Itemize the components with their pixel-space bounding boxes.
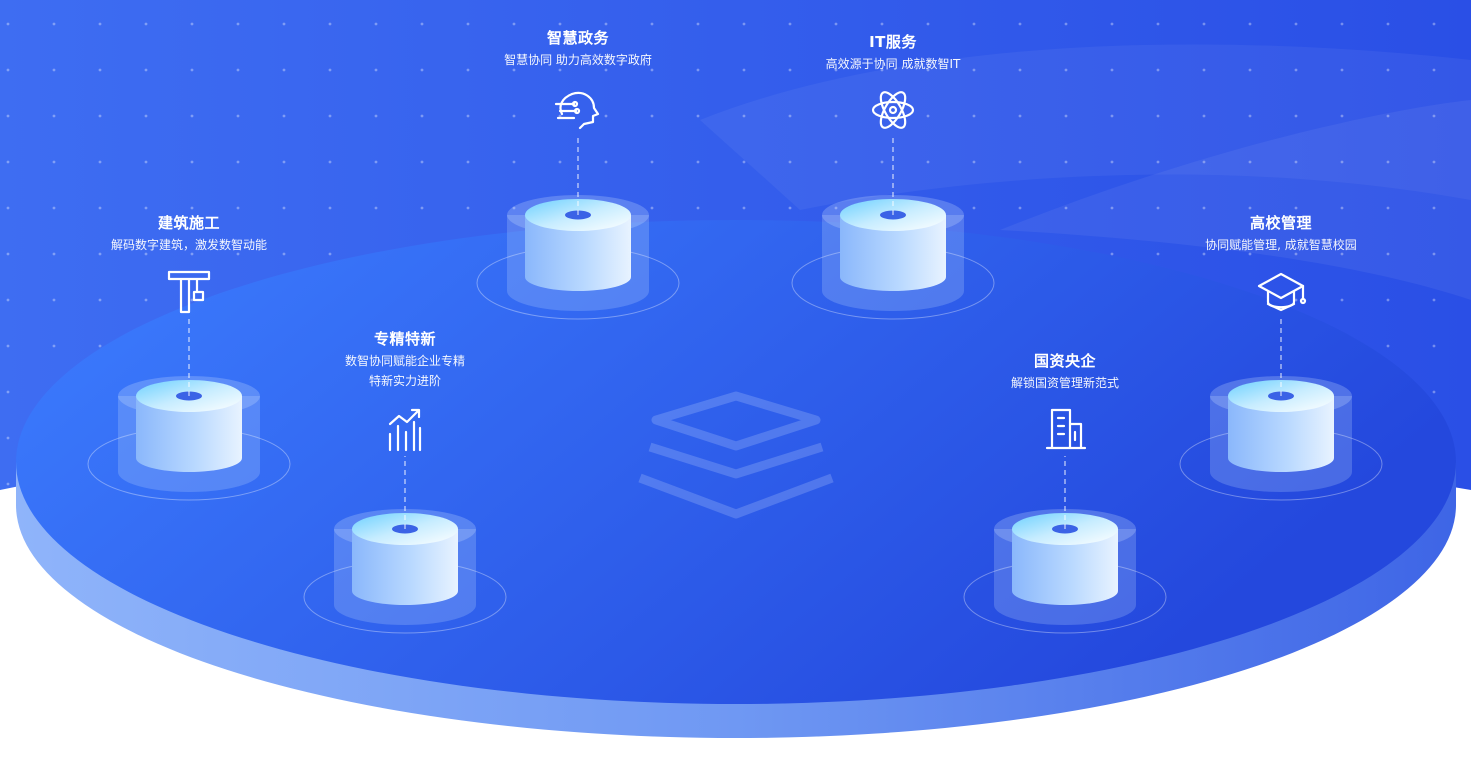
node-specialized[interactable] [303, 408, 507, 634]
node-title: IT服务 [869, 33, 917, 51]
node-university[interactable] [1179, 272, 1383, 501]
node-title: 建筑施工 [157, 214, 221, 232]
light-swoosh-2 [1000, 100, 1471, 300]
node-label-it[interactable]: IT服务高效源于协同 成就数智IT [826, 32, 961, 74]
node-cylinder [136, 396, 242, 472]
node-it[interactable] [791, 89, 995, 320]
node-subtitle: 解码数字建筑，激发数智动能 [110, 238, 268, 252]
node-title: 智慧政务 [546, 29, 610, 47]
crane-icon [167, 270, 211, 314]
node-cylinder [840, 215, 946, 291]
node-cylinder [1228, 396, 1334, 472]
node-label-university[interactable]: 高校管理协同赋能管理, 成就智慧校园 [1205, 213, 1357, 255]
node-label-soe[interactable]: 国资央企解锁国资管理新范式 [1011, 351, 1119, 393]
node-subtitle: 解锁国资管理新范式 [1010, 376, 1120, 390]
node-soe[interactable] [963, 408, 1167, 634]
node-cylinder [525, 215, 631, 291]
node-subtitle-line2: 特新实力进阶 [368, 374, 442, 388]
node-cylinder [1012, 529, 1118, 605]
node-title: 国资央企 [1033, 352, 1097, 370]
graduation-cap-icon [1257, 272, 1307, 312]
node-subtitle: 协同赋能管理, 成就智慧校园 [1205, 238, 1357, 252]
stacked-layers-icon [638, 391, 834, 519]
node-label-gov[interactable]: 智慧政务智慧协同 助力高效数字政府 [504, 28, 652, 70]
node-label-construction[interactable]: 建筑施工解码数字建筑，激发数智动能 [111, 213, 267, 255]
node-cylinder [352, 529, 458, 605]
node-label-specialized[interactable]: 专精特新数智协同赋能企业专精特新实力进阶 [345, 329, 465, 391]
node-subtitle: 数智协同赋能企业专精 [344, 354, 466, 368]
growth-chart-icon [388, 408, 422, 452]
node-construction[interactable] [87, 270, 291, 501]
atom-icon [871, 91, 915, 129]
node-title: 专精特新 [373, 330, 437, 348]
building-icon [1045, 408, 1087, 450]
node-subtitle: 高效源于协同 成就数智IT [825, 57, 961, 71]
node-gov[interactable] [476, 91, 680, 320]
node-subtitle: 智慧协同 助力高效数字政府 [504, 53, 652, 67]
node-title: 高校管理 [1249, 214, 1313, 232]
ai-head-icon [554, 91, 600, 130]
